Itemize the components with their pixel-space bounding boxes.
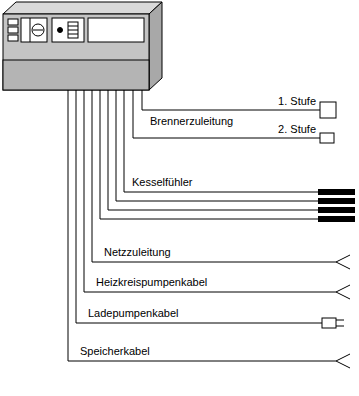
cable-label: Kesselfühler [132,176,193,189]
cable-label: Netzzuleitung [104,246,171,259]
cable-label: Heizkreispumpenkabel [96,276,207,289]
cable-label: Ladepumpenkabel [88,307,179,320]
cable-label: Speicherkabel [80,345,150,358]
cable-label: 2. Stufe [278,123,316,136]
cable-label: 1. Stufe [278,95,316,108]
cable-label: Brennerzuleitung [150,115,233,128]
